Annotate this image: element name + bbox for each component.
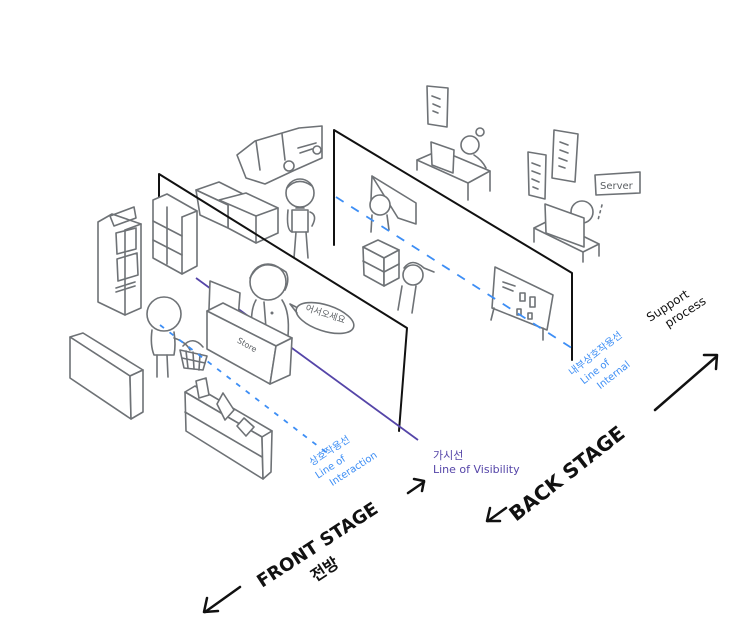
backstage-clerk-window xyxy=(369,175,417,233)
truck-icon xyxy=(236,125,323,185)
back-stage-en: BACK STAGE xyxy=(504,421,629,526)
wall-document-1 xyxy=(426,85,449,128)
arrow-right-icon xyxy=(406,477,426,495)
basket-icon xyxy=(179,339,208,371)
server-label: Server xyxy=(600,181,634,192)
line-of-internal-interaction xyxy=(335,196,579,353)
server-operator xyxy=(533,200,603,263)
visibility-ko: 가시선 xyxy=(433,449,463,462)
kiosk-icon xyxy=(97,206,142,316)
wall-document-3 xyxy=(551,129,579,183)
process-board xyxy=(490,266,554,341)
back-stage-wall xyxy=(333,129,573,361)
office-worker-laptop xyxy=(416,127,491,201)
display-box xyxy=(69,332,144,420)
arrow-left-icon xyxy=(485,506,508,523)
visibility-en: Line of Visibility xyxy=(433,463,520,476)
cashier xyxy=(249,263,290,337)
arrow-right-icon xyxy=(653,353,719,412)
front-stage-label: FRONT STAGE 전방 xyxy=(253,498,382,592)
label-line-of-visibility: 가시선 Line of Visibility xyxy=(433,449,520,476)
store-counter: Store xyxy=(206,302,293,385)
product-table xyxy=(184,377,273,480)
label-line-of-interaction: 상호작용선 Line of Interaction xyxy=(307,433,379,488)
server-label-box: Server xyxy=(594,171,641,196)
stacked-boxes xyxy=(195,181,279,244)
arrow-left-icon xyxy=(202,585,242,614)
back-stage-label: BACK STAGE xyxy=(504,421,629,526)
label-support-process: Support process xyxy=(644,287,709,331)
staff-with-clipboard xyxy=(285,178,316,259)
delivery-person-boxes xyxy=(362,239,435,314)
label-line-of-internal: 내부상호작용선 Line of Internal xyxy=(566,329,632,392)
wall-document-2 xyxy=(527,151,547,200)
speech-bubble: 어서오세요 xyxy=(289,301,355,335)
shelf-icon xyxy=(152,193,198,275)
customer-with-basket xyxy=(146,296,191,378)
